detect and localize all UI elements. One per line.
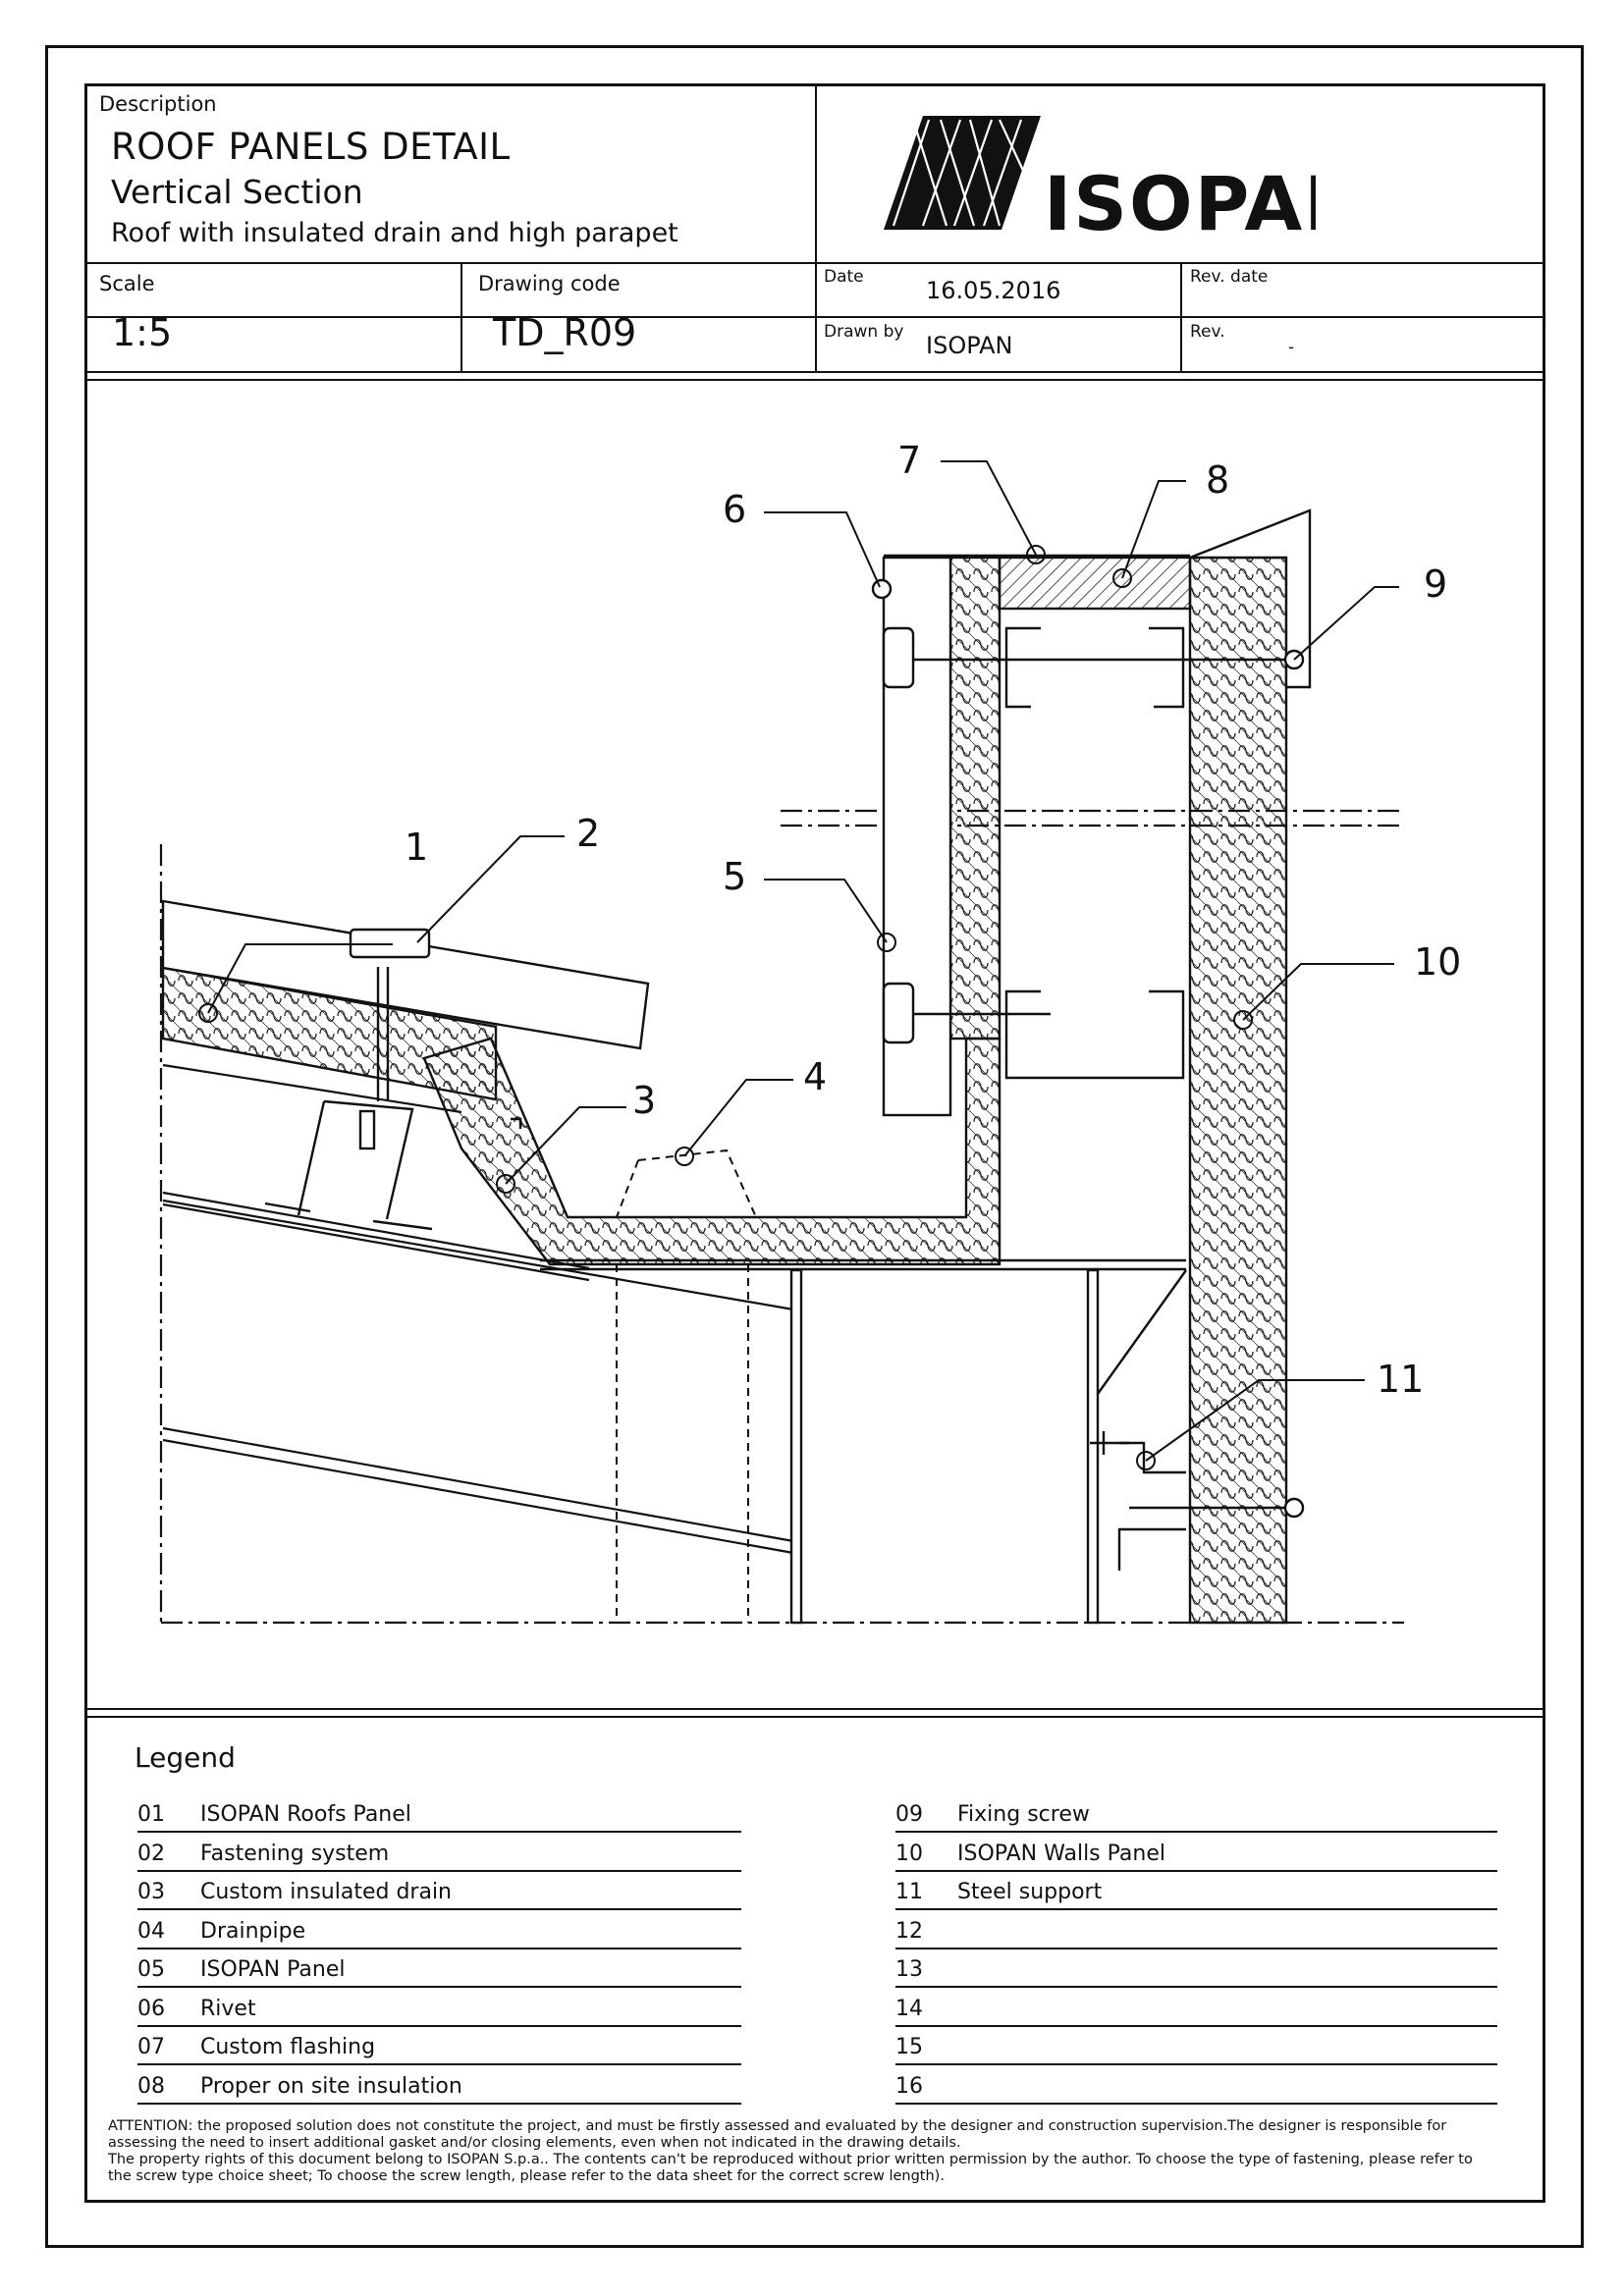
- attention-line: The property rights of this document bel…: [108, 2152, 1473, 2167]
- legend-underline: [137, 2024, 741, 2027]
- title-divider: [1180, 262, 1182, 371]
- date-label: Date: [824, 267, 864, 287]
- callout-10: 10: [1414, 940, 1461, 984]
- legend-underline: [895, 1986, 1497, 1988]
- legend-item-label: Fixing screw: [957, 1802, 1090, 1827]
- callout-5: 5: [723, 855, 746, 898]
- logo-mark-icon: [884, 116, 1041, 230]
- steel-column: [789, 1268, 1187, 1625]
- drawn-by-label: Drawn by: [824, 322, 904, 342]
- logo-wordmark: ISOPAN: [1044, 160, 1316, 234]
- legend-item-number: 16: [895, 2073, 923, 2099]
- legend-divider: [84, 1716, 1545, 1718]
- legend-item-label: Custom flashing: [200, 2035, 376, 2059]
- steel-support: [1090, 1431, 1186, 1571]
- legend-item-number: 02: [137, 1841, 165, 1866]
- legend-item-label: Steel support: [957, 1880, 1103, 1904]
- legend-item-label: Drainpipe: [200, 1918, 306, 1944]
- legend-item-label: ISOPAN Roofs Panel: [200, 1802, 411, 1827]
- legend-underline: [137, 1908, 741, 1910]
- rev-value: -: [1288, 338, 1295, 357]
- scale-value: 1:5: [112, 311, 173, 354]
- roof-panel: [161, 899, 650, 1101]
- custom-flashing: [884, 554, 1192, 611]
- callout-11: 11: [1377, 1358, 1424, 1401]
- legend-underline: [137, 2102, 741, 2105]
- callout-9: 9: [1424, 562, 1447, 606]
- legend-item-number: 06: [137, 1996, 165, 2021]
- legend-underline: [895, 2063, 1497, 2065]
- drainpipe: [616, 1148, 757, 1623]
- legend-item-label: Fastening system: [200, 1841, 390, 1866]
- callout-3: 3: [632, 1079, 656, 1122]
- date-value: 16.05.2016: [926, 277, 1061, 304]
- title-divider: [460, 262, 462, 371]
- callout-6: 6: [723, 488, 746, 531]
- callout-2: 2: [576, 812, 600, 855]
- drawn-by-value: ISOPAN: [926, 332, 1013, 359]
- roof-slope-lines: [162, 1063, 794, 1555]
- legend-item-number: 07: [137, 2035, 165, 2059]
- legend-item-number: 08: [137, 2073, 165, 2099]
- attention-line: the screw type choice sheet; To choose t…: [108, 2168, 945, 2184]
- legend-item-number: 15: [895, 2035, 923, 2059]
- legend-item-label: ISOPAN Panel: [200, 1957, 346, 1982]
- legend-underline: [137, 1986, 741, 1988]
- legend-item-number: 14: [895, 1996, 923, 2021]
- callout-7: 7: [897, 439, 921, 482]
- callout-leaders: [198, 460, 1399, 1470]
- drawing-code-value: TD_R09: [493, 311, 637, 354]
- legend-underline: [137, 1831, 741, 1833]
- drawing-subtitle-2: Roof with insulated drain and high parap…: [111, 218, 678, 248]
- attention-line: assessing the need to insert additional …: [108, 2135, 961, 2151]
- description-label: Description: [99, 92, 217, 116]
- legend-item-number: 13: [895, 1957, 923, 1982]
- legend-item-number: 04: [137, 1918, 165, 1944]
- fixing-screw: [871, 578, 1305, 1519]
- legend-underline: [895, 2024, 1497, 2027]
- legend-underline: [895, 1947, 1497, 1949]
- legend-underline: [895, 1869, 1497, 1872]
- legend-underline: [137, 1947, 741, 1949]
- legend-title: Legend: [135, 1741, 236, 1774]
- steel-profile: [1004, 626, 1185, 1080]
- isopan-logo: ISOPAN: [884, 116, 1316, 234]
- attention-note: ATTENTION: the proposed solution does no…: [108, 2118, 1522, 2185]
- legend-item-label: Proper on site insulation: [200, 2073, 462, 2099]
- rev-label: Rev.: [1190, 322, 1225, 342]
- legend-underline: [895, 1831, 1497, 1833]
- legend-item-label: Custom insulated drain: [200, 1880, 452, 1904]
- legend-item-number: 09: [895, 1802, 923, 1827]
- legend-item-number: 05: [137, 1957, 165, 1982]
- drawing-title: ROOF PANELS DETAIL: [111, 126, 511, 168]
- drawing-code-label: Drawing code: [478, 272, 621, 295]
- legend-item-number: 12: [895, 1918, 923, 1944]
- title-divider: [815, 83, 817, 371]
- legend-item-label: ISOPAN Walls Panel: [957, 1841, 1165, 1866]
- callout-8: 8: [1206, 458, 1229, 502]
- drawing-subtitle: Vertical Section: [111, 173, 363, 211]
- legend-underline: [895, 2102, 1497, 2105]
- title-divider: [84, 379, 1545, 381]
- attention-line: ATTENTION: the proposed solution does no…: [108, 2118, 1447, 2134]
- legend-item-number: 01: [137, 1802, 165, 1827]
- title-divider: [84, 371, 1545, 373]
- callout-4: 4: [803, 1055, 827, 1098]
- legend-underline: [895, 1908, 1497, 1910]
- legend-item-number: 10: [895, 1841, 923, 1866]
- scale-label: Scale: [99, 272, 155, 295]
- legend-item-label: Rivet: [200, 1996, 256, 2021]
- legend-divider: [84, 1708, 1545, 1710]
- legend-underline: [137, 2063, 741, 2065]
- legend-underline: [137, 1869, 741, 1872]
- outer-frame: [45, 45, 1584, 2248]
- legend-item-number: 03: [137, 1880, 165, 1904]
- rev-date-label: Rev. date: [1190, 267, 1269, 287]
- legend-item-number: 11: [895, 1880, 923, 1904]
- callout-1: 1: [405, 826, 428, 869]
